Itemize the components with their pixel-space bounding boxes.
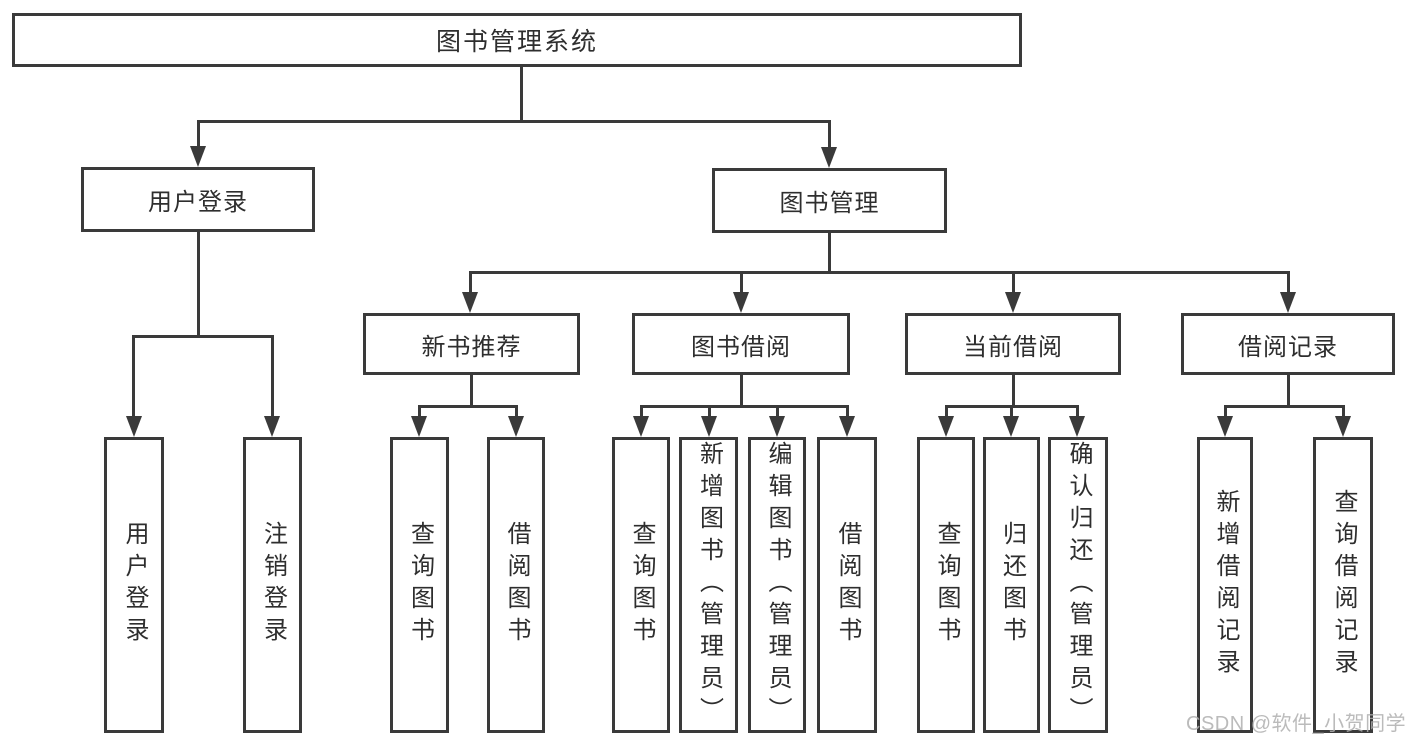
- connector-to-leaf-user-login: [132, 335, 135, 417]
- node-label: 新书推荐: [421, 333, 522, 361]
- leaf-return-books: 归还图书: [983, 437, 1040, 733]
- leaf-edit-books-admin: 编辑图书（管理员）: [748, 437, 806, 733]
- arrow-down-icon: [938, 416, 954, 437]
- leaf-label: 查询借阅记录: [1330, 489, 1357, 681]
- node-label: 用户登录: [148, 189, 248, 216]
- leaf-label: 注销登录: [259, 521, 287, 649]
- arrow-down-icon: [190, 146, 206, 167]
- connector-to-borrow-records: [1287, 271, 1290, 295]
- leaf-add-borrow-record: 新增借阅记录: [1197, 437, 1253, 733]
- connector-leaf: [640, 405, 643, 418]
- leaf-confirm-return-admin: 确认归还（管理员）: [1048, 437, 1108, 733]
- node-book-management: 图书管理: [712, 168, 947, 233]
- arrow-down-icon: [821, 147, 837, 168]
- arrow-down-icon: [633, 416, 649, 437]
- connector-leaf: [418, 405, 421, 418]
- connector-borrow-records-drop: [1287, 375, 1290, 407]
- leaf-label: 查询图书: [628, 521, 655, 649]
- leaf-add-books-admin: 新增图书（管理员）: [679, 437, 738, 733]
- leaf-logout: 注销登录: [243, 437, 302, 733]
- leaf-label: 借阅图书: [503, 521, 530, 649]
- connector-to-book-borrow: [740, 271, 743, 295]
- leaf-label: 借阅图书: [834, 521, 861, 649]
- connector-book-borrow-bus: [640, 405, 848, 408]
- arrow-down-icon: [1217, 416, 1233, 437]
- arrow-down-icon: [733, 292, 749, 313]
- node-new-book-recommend: 新书推荐: [363, 313, 580, 375]
- node-library-management-system: 图书管理系统: [12, 13, 1022, 67]
- arrow-down-icon: [411, 416, 427, 437]
- leaf-label: 新增图书（管理员）: [695, 441, 723, 729]
- arrow-down-icon: [508, 416, 524, 437]
- arrow-down-icon: [769, 416, 785, 437]
- connector-book-management-drop: [828, 233, 831, 273]
- node-current-borrow: 当前借阅: [905, 313, 1121, 375]
- node-user-login: 用户登录: [81, 167, 315, 232]
- arrow-down-icon: [1003, 416, 1019, 437]
- connector-leaf: [846, 405, 849, 418]
- leaf-label: 编辑图书（管理员）: [764, 441, 791, 729]
- arrow-down-icon: [126, 416, 142, 437]
- arrow-down-icon: [1280, 292, 1296, 313]
- connector-leaf: [708, 405, 711, 418]
- node-label: 借阅记录: [1238, 333, 1338, 361]
- leaf-query-books-current: 查询图书: [917, 437, 975, 733]
- connector-new-book-bus: [418, 405, 518, 408]
- arrow-down-icon: [1005, 292, 1021, 313]
- connector-leaf: [776, 405, 779, 418]
- leaf-label: 确认归还（管理员）: [1065, 441, 1092, 729]
- connector-level2-bus: [197, 120, 831, 123]
- connector-borrow-records-bus: [1224, 405, 1344, 408]
- node-label: 图书管理系统: [435, 28, 598, 56]
- connector-new-book-drop: [470, 375, 473, 407]
- connector-leaf: [1342, 405, 1345, 418]
- connector-leaf: [515, 405, 518, 418]
- leaf-label: 查询图书: [933, 521, 960, 649]
- node-label: 当前借阅: [963, 333, 1063, 361]
- leaf-query-books-borrow: 查询图书: [612, 437, 670, 733]
- leaf-query-borrow-record: 查询借阅记录: [1313, 437, 1373, 733]
- leaf-label: 新增借阅记录: [1212, 489, 1239, 681]
- connector-to-new-book-recommend: [469, 271, 472, 295]
- leaf-query-books-recommend: 查询图书: [390, 437, 449, 733]
- connector-to-book-management: [828, 120, 831, 148]
- connector-leaf: [1010, 405, 1013, 418]
- node-book-borrow: 图书借阅: [632, 313, 850, 375]
- connector-leaf: [1224, 405, 1227, 418]
- leaf-label: 归还图书: [998, 521, 1026, 649]
- arrow-down-icon: [264, 416, 280, 437]
- csdn-watermark: CSDN @软件_小贺同学: [1186, 713, 1405, 735]
- connector-user-login-bus: [132, 335, 273, 338]
- connector-book-borrow-drop: [740, 375, 743, 407]
- leaf-label: 查询图书: [406, 521, 434, 649]
- node-label: 图书借阅: [691, 333, 791, 361]
- leaf-user-login: 用户登录: [104, 437, 164, 733]
- node-borrow-records: 借阅记录: [1181, 313, 1395, 375]
- arrow-down-icon: [701, 416, 717, 437]
- leaf-borrow-books: 借阅图书: [817, 437, 877, 733]
- connector-current-borrow-drop: [1012, 375, 1015, 407]
- connector-to-current-borrow: [1012, 271, 1015, 295]
- leaf-borrow-books-recommend: 借阅图书: [487, 437, 545, 733]
- connector-to-user-login: [197, 120, 200, 148]
- connector-root-drop: [520, 67, 523, 123]
- connector-leaf: [1076, 405, 1079, 418]
- leaf-label: 用户登录: [121, 521, 148, 649]
- node-label: 图书管理: [779, 190, 880, 217]
- connector-to-leaf-logout: [271, 335, 274, 417]
- arrow-down-icon: [1069, 416, 1085, 437]
- connector-leaf: [945, 405, 948, 418]
- arrow-down-icon: [462, 292, 478, 313]
- connector-level3-bus: [469, 271, 1289, 274]
- connector-user-login-drop: [197, 232, 200, 337]
- arrow-down-icon: [1335, 416, 1351, 437]
- arrow-down-icon: [839, 416, 855, 437]
